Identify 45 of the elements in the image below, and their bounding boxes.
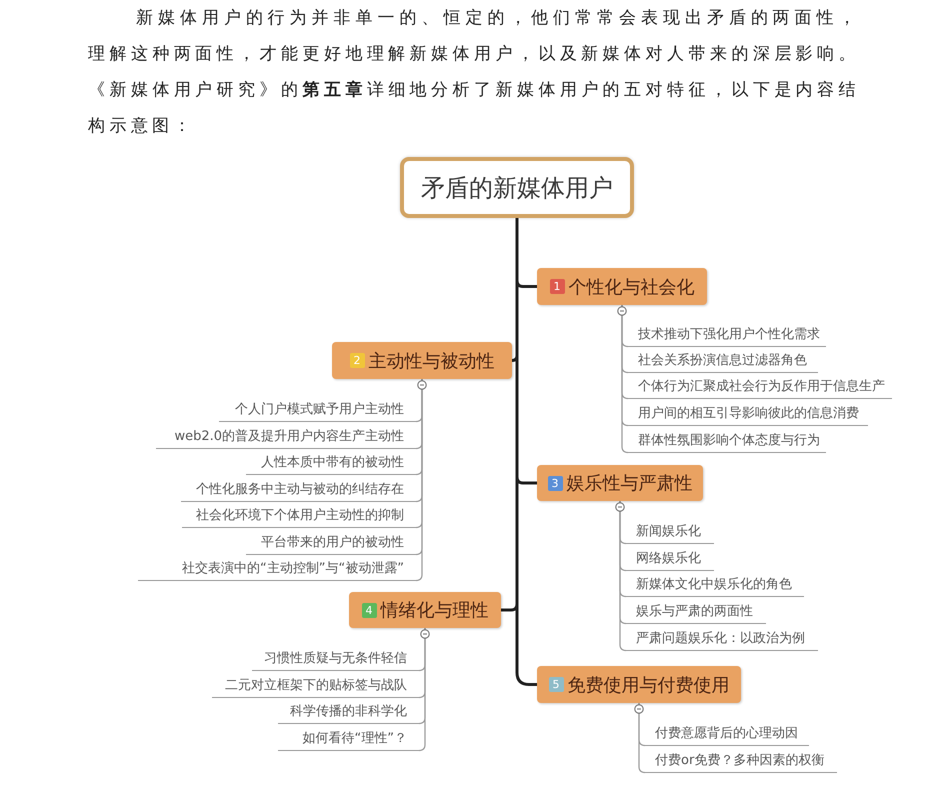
subtopic-label: 二元对立框架下的贴标签与战队	[212, 674, 419, 698]
subtopic-label: 社交表演中的“主动控制”与“被动泄露”	[138, 557, 416, 581]
branch-title: 个性化与社会化	[568, 276, 694, 298]
subtopic-label: 社会关系扮演信息过滤器角色	[628, 349, 818, 373]
subtopic-label: web2.0的普及提升用户内容生产主动性	[156, 425, 416, 449]
branch-topic-box	[537, 465, 703, 501]
subtopic-label: 科学传播的非科学化	[278, 700, 419, 724]
subtopic-label: 娱乐与严肃的两面性	[626, 600, 766, 624]
connector-line	[621, 305, 629, 454]
connector-line	[619, 501, 627, 652]
subtopic-label: 平台带来的用户的被动性	[246, 531, 416, 555]
branch-topic-box	[537, 666, 741, 703]
branch-title: 娱乐性与严肃性	[566, 472, 692, 495]
topic-title: 矛盾的新媒体用户	[421, 172, 613, 204]
subtopic-label: 习惯性质疑与无条件轻信	[252, 647, 419, 671]
branch-topic-box	[332, 342, 512, 379]
connector-line	[638, 703, 646, 774]
branch-topic-box	[349, 592, 501, 628]
subtopic-label: 人性本质中带有的被动性	[246, 451, 416, 475]
number-badge: 1	[550, 279, 564, 294]
branch-title: 免费使用与付费使用	[568, 674, 730, 696]
subtopic-label: 付费or免费？多种因素的权衡	[645, 749, 837, 773]
subtopic-label: 个人门户模式赋予用户主动性	[219, 398, 416, 422]
subtopic-label: 社会化环境下个体用户主动性的抑制	[182, 504, 416, 528]
branch-title: 主动性与被动性	[368, 350, 494, 372]
connector-line	[418, 628, 426, 752]
subtopic-label: 付费意愿背后的心理动因	[645, 722, 809, 746]
subtopic-label: 群体性氛围影响个体态度与行为	[628, 429, 826, 453]
branch-topic-box	[537, 268, 707, 305]
subtopic-label: 严肃问题娱乐化：以政治为例	[626, 627, 818, 651]
subtopic-label: 新媒体文化中娱乐化的角色	[626, 573, 804, 597]
subtopic-label: 如何看待“理性”？	[278, 727, 419, 751]
number-badge: 2	[350, 353, 364, 368]
subtopic-label: 个性化服务中主动与被动的纠结存在	[181, 478, 416, 502]
intro-paragraph: 新媒体用户的行为并非单一的、恒定的，他们常常会表现出矛盾的两面性，理解这种两面性，才能更好地理解新媒体用户，以及新媒体对人带来的深层影响。《新媒体用户研究》的第五章详细地分析了新媒体用户的五对特征，以下是内容结构示意图：	[88, 7, 860, 137]
branch-title: 情绪化与理性	[380, 599, 488, 622]
subtopic-label: 新闻娱乐化	[626, 520, 714, 544]
subtopic-label: 个体行为汇聚成社会行为反作用于信息生产	[628, 375, 892, 399]
number-badge: 4	[362, 602, 376, 618]
subtopic-label: 用户间的相互引导影响彼此的信息消费	[628, 402, 868, 426]
subtopic-label: 网络娱乐化	[626, 547, 714, 571]
number-badge: 5	[548, 677, 564, 692]
subtopic-label: 技术推动下强化用户个性化需求	[628, 323, 826, 347]
number-badge: 3	[548, 476, 562, 490]
central-topic-box	[400, 157, 634, 218]
